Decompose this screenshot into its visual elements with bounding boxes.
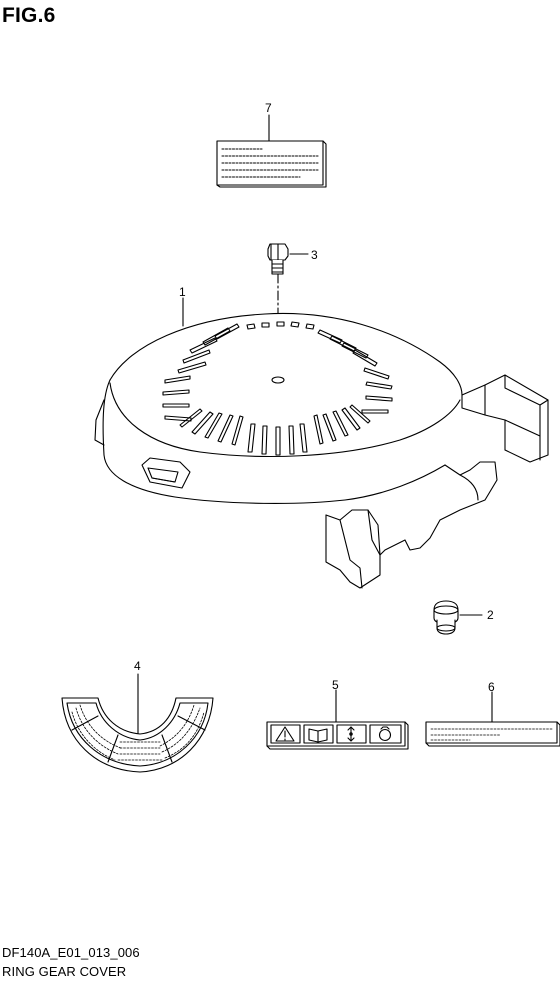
part-1-ring-gear-cover[interactable] — [94, 297, 549, 589]
callout-1: 1 — [179, 285, 186, 299]
callout-7: 7 — [265, 101, 272, 115]
arrow-updown-icon — [347, 726, 355, 742]
part-3-bolt[interactable] — [267, 243, 309, 382]
figure-code: DF140A_E01_013_006 — [2, 945, 140, 960]
callout-4: 4 — [134, 659, 141, 673]
part-2-cap[interactable] — [433, 600, 483, 635]
vent-slots — [162, 321, 393, 456]
callout-5: 5 — [332, 678, 339, 692]
manual-book-icon — [308, 728, 328, 743]
part-6-text-label[interactable] — [425, 691, 560, 747]
warning-triangle-icon — [275, 726, 295, 742]
figure-title: FIG.6 — [2, 4, 56, 27]
part-5-icon-label[interactable] — [266, 689, 409, 750]
figure-caption: RING GEAR COVER — [2, 964, 127, 979]
part-7-label[interactable] — [216, 114, 327, 188]
callout-6: 6 — [488, 680, 495, 694]
callout-3: 3 — [311, 248, 318, 262]
fuel-cap-icon — [378, 726, 392, 742]
part-4-arc-label[interactable] — [61, 673, 214, 773]
callout-2: 2 — [487, 608, 494, 622]
